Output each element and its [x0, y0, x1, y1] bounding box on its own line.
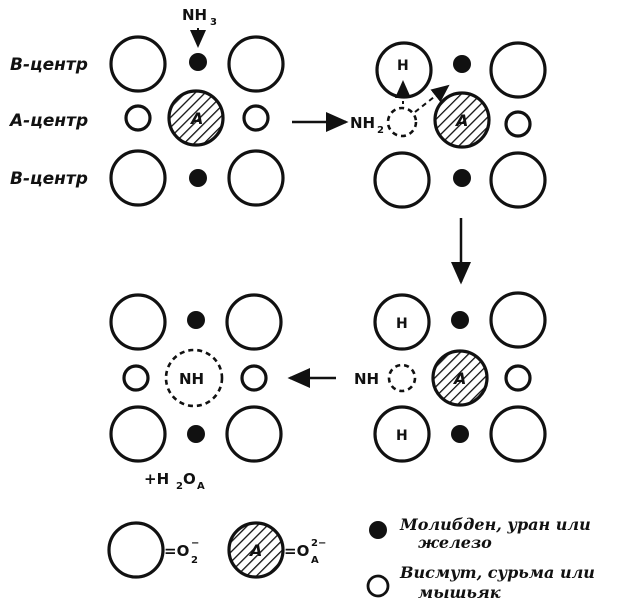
metal-center — [451, 311, 469, 329]
oxide-ion — [373, 151, 431, 209]
hydrogen-label: H — [396, 316, 408, 332]
h-transfer-arrow — [414, 84, 450, 113]
equation-hatched-circle: A =O 2− A — [227, 521, 326, 579]
bismuth-site — [242, 104, 270, 132]
lattice-oxygen-a — [227, 521, 285, 579]
oxide-ion — [373, 405, 431, 463]
water-oxygen: O — [183, 470, 196, 488]
oxide-ion — [489, 151, 547, 209]
lattice-oxygen-a — [167, 89, 225, 147]
metal-center — [453, 55, 471, 73]
legend-open-line2: мышьяк — [418, 583, 501, 602]
hydrogen-label: H — [396, 428, 408, 444]
equation-eq: =O — [284, 542, 309, 560]
metal-center — [451, 425, 469, 443]
lattice-oxygen-a — [431, 349, 489, 407]
nh-label: NH — [354, 370, 379, 388]
metal-center — [189, 53, 207, 71]
oxide-ion — [109, 149, 167, 207]
a-label: A — [189, 109, 203, 128]
bismuth-site — [124, 104, 152, 132]
water-sub-1: 2 — [176, 481, 183, 492]
oxide-ion — [109, 35, 167, 93]
legend-open-marker — [366, 574, 390, 598]
bismuth-site — [240, 364, 268, 392]
bismuth-site — [122, 364, 150, 392]
oxide-ion — [489, 405, 547, 463]
oxide-ion — [107, 521, 165, 579]
metal-center — [187, 425, 205, 443]
a-label: A — [248, 541, 262, 560]
a-center-label: А-центр — [8, 111, 88, 131]
vacancy-site — [387, 363, 417, 393]
lattice-oxygen-a — [433, 91, 491, 149]
panel-water-release: NH +H 2 O A — [109, 293, 283, 492]
metal-center — [189, 169, 207, 187]
vacancy-site — [386, 106, 418, 138]
equation-eq: =O — [164, 542, 189, 560]
bismuth-site — [504, 364, 532, 392]
oxide-ion — [227, 149, 285, 207]
oxide-ion — [225, 405, 283, 463]
oxide-ion — [227, 35, 285, 93]
nh2-subscript: 2 — [377, 125, 384, 136]
equation-sub: 2 — [191, 555, 198, 566]
water-byproduct-prefix: +H — [144, 470, 169, 488]
legend: Молибден, уран или железо Висмут, сурьма… — [366, 515, 595, 602]
water-sub-a: A — [197, 481, 205, 492]
hydrogen-label: H — [397, 58, 409, 74]
equation-large-circle: =O − 2 — [107, 521, 199, 579]
legend-open-line1: Висмут, сурьма или — [399, 563, 595, 582]
adsorbed-nh-site — [164, 348, 224, 408]
equation-sup: − — [191, 538, 199, 549]
oxide-ion — [489, 41, 547, 99]
equation-sub: A — [311, 555, 319, 566]
nh-inside-label: NH — [179, 370, 204, 388]
oxide-ion — [489, 291, 547, 349]
oxide-ion — [109, 293, 167, 351]
equation-sup: 2− — [311, 538, 326, 549]
legend-filled-line1: Молибден, уран или — [399, 515, 591, 534]
ammonia-subscript: 3 — [210, 17, 217, 28]
bismuth-site — [504, 110, 532, 138]
b-center-label-top: В-центр — [10, 55, 88, 75]
a-label: A — [452, 369, 466, 388]
legend-filled-marker — [369, 521, 387, 539]
nh2-label: NH — [350, 114, 375, 132]
panel-initial: A NH 3 — [109, 6, 285, 207]
metal-center — [453, 169, 471, 187]
ammonia-label: NH — [182, 6, 207, 24]
legend-filled-line2: железо — [418, 533, 492, 552]
metal-center — [187, 311, 205, 329]
panel-dissociation: A H NH 2 — [350, 41, 547, 209]
oxide-ion — [225, 293, 283, 351]
a-label: A — [454, 111, 468, 130]
b-center-label-bottom: В-центр — [10, 169, 88, 189]
panel-hydrogen-abstraction: A H H NH — [354, 291, 547, 463]
oxide-ion — [373, 293, 431, 351]
oxide-ion — [109, 405, 167, 463]
